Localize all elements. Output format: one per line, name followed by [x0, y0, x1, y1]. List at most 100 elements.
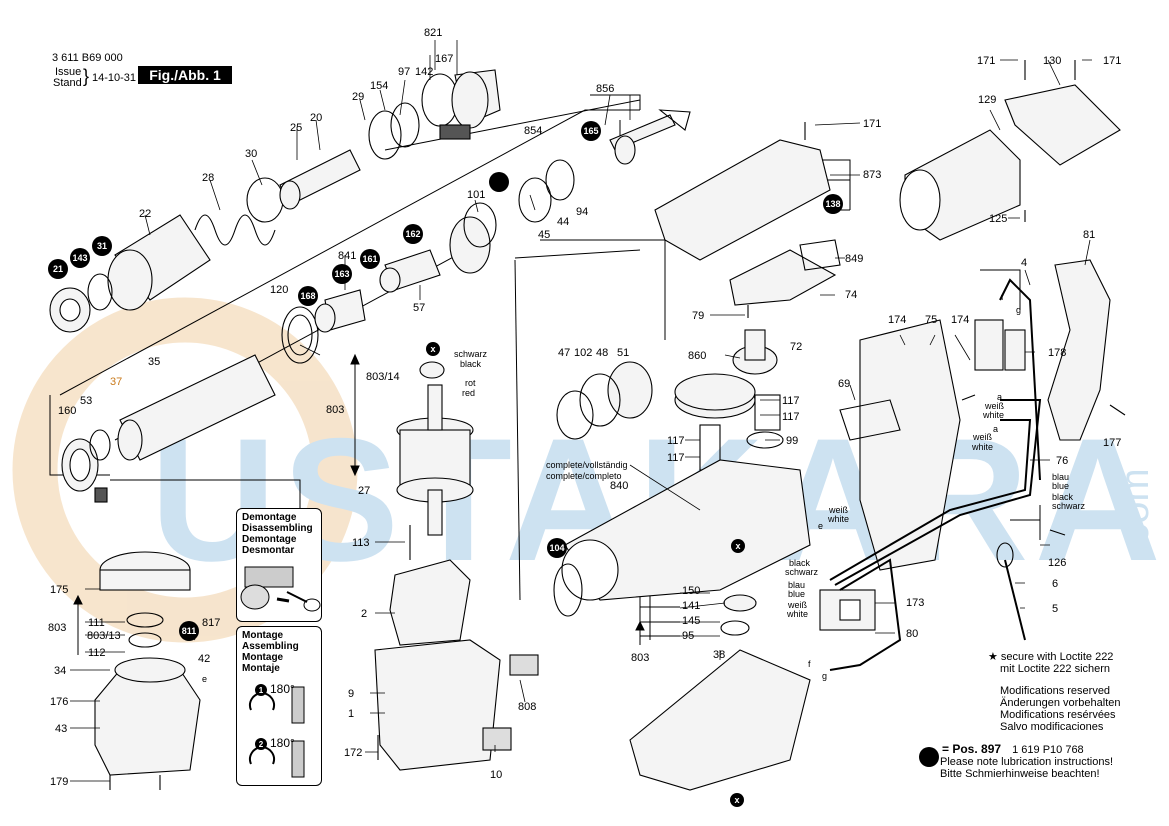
part-72-gear — [732, 329, 778, 375]
part-173-switch — [819, 589, 876, 631]
part-104-oring — [553, 563, 583, 617]
callout-125: 125 — [989, 213, 1007, 225]
callout-47: 47 — [558, 347, 570, 359]
circled-21: 21 — [53, 264, 63, 274]
callout-74: 74 — [845, 289, 857, 301]
callout-150: 150 — [682, 585, 700, 597]
callout-51: 51 — [617, 347, 629, 359]
part-38-housing-bottom — [629, 649, 811, 791]
callout-873: 873 — [863, 169, 881, 181]
callout-76: 76 — [1056, 455, 1068, 467]
step-1-number: 1 — [258, 686, 264, 695]
callout-111: 111 — [88, 617, 105, 629]
callout-38: 38 — [713, 649, 725, 661]
part-160-seal — [61, 438, 99, 492]
callout-803-13: 803/13 — [87, 630, 121, 642]
part-30-ring — [246, 177, 284, 223]
part-840-gear-housing — [561, 459, 811, 601]
callout-142: 142 — [415, 66, 433, 78]
assembly-line-1: Montage — [242, 630, 284, 641]
lubrication-legend-dot — [919, 747, 939, 767]
callout-80: 80 — [906, 628, 918, 640]
lubrication-note-en: Please note lubrication instructions! — [940, 756, 1114, 768]
callout-817: 817 — [202, 617, 220, 629]
callout-81: 81 — [1083, 229, 1095, 241]
part-brush — [94, 487, 108, 503]
part-1-housing — [374, 639, 501, 771]
callout-173: 173 — [906, 597, 924, 609]
leader-lines — [70, 40, 1092, 782]
part-112 — [128, 632, 162, 648]
circled-104: 104 — [549, 543, 564, 553]
callout-102: 102 — [574, 347, 592, 359]
label-schwarz: schwarz — [454, 349, 488, 359]
label-schwarz-1: schwarz — [1052, 501, 1086, 511]
part-28-spring — [194, 214, 276, 246]
label-white-3: white — [827, 514, 849, 524]
callout-174-a: 174 — [888, 314, 906, 326]
circled-callouts: 21 143 31 165 162 161 163 168 138 104 81… — [48, 121, 843, 641]
label-red: red — [462, 388, 475, 398]
figure-label: Fig./Abb. 1 — [138, 66, 232, 84]
callout-75: 75 — [925, 314, 937, 326]
label-black: black — [460, 359, 482, 369]
callout-99: 99 — [786, 435, 798, 447]
part-111 — [126, 612, 164, 628]
label-f-1: f — [1001, 292, 1004, 302]
pos-label: = Pos. 897 — [942, 742, 1002, 756]
disassembly-line-3: Demontage — [242, 534, 297, 545]
part-849-switch — [799, 239, 841, 271]
callout-labels: 821 167 142 97 154 29 25 20 30 28 22 856… — [48, 27, 1121, 788]
issue-date: 14-10-31 — [92, 72, 137, 84]
label-blau-2: blau — [788, 580, 805, 590]
pos-number: 1 619 P10 768 — [1012, 744, 1084, 756]
modifications-fr: Modifications resérvées — [1000, 709, 1116, 721]
callout-6: 6 — [1052, 578, 1058, 590]
disassembly-box: Demontage Disassembling Demontage Desmon… — [236, 508, 322, 622]
part-21-cap — [49, 287, 91, 333]
notes-block: ★ secure with Loctite 222 mit Loctite 22… — [928, 651, 1168, 780]
callout-840: 840 — [610, 480, 628, 492]
callout-97: 97 — [398, 66, 410, 78]
label-white-4: white — [786, 609, 808, 619]
label-weiss-2: weiß — [972, 432, 993, 442]
callout-167: 167 — [435, 53, 453, 65]
part-57-piston — [379, 249, 441, 293]
part-20-shaft — [279, 149, 361, 210]
circled-162: 162 — [405, 229, 420, 239]
callout-808: 808 — [518, 701, 536, 713]
callout-30: 30 — [245, 148, 257, 160]
label-blue-2: blue — [788, 589, 805, 599]
part-43-cap — [94, 669, 201, 776]
callout-160: 160 — [58, 405, 76, 417]
complete-label-2: complete/completo — [546, 471, 622, 481]
callout-42: 42 — [198, 653, 210, 665]
callout-172: 172 — [344, 747, 362, 759]
step-1-angle: 180° — [270, 682, 295, 696]
callout-154: 154 — [370, 80, 388, 92]
callout-72: 72 — [790, 341, 802, 353]
assembly-line-2: Assembling — [242, 641, 299, 652]
part-29-ring — [368, 110, 402, 160]
callout-29: 29 — [352, 91, 364, 103]
callout-841: 841 — [338, 250, 356, 262]
circled-lube-dot — [489, 172, 509, 192]
part-178-switch — [974, 319, 1026, 371]
parts — [49, 60, 1126, 791]
wire-labels: schwarz black rot red weiß white a weiß … — [202, 292, 1086, 684]
label-blue-1: blue — [1052, 481, 1069, 491]
assembly-line-4: Montaje — [242, 663, 280, 674]
callout-849: 849 — [845, 253, 863, 265]
part-34-holder — [114, 657, 186, 683]
circled-161: 161 — [362, 254, 377, 264]
circled-138: 138 — [825, 199, 840, 209]
callout-177: 177 — [1103, 437, 1121, 449]
callout-803-14: 803/14 — [366, 371, 400, 383]
disassembly-line-2: Disassembling — [242, 523, 313, 534]
part-74-bracket — [729, 249, 837, 306]
label-a-2: a — [993, 424, 998, 434]
callout-113: 113 — [352, 537, 370, 549]
step-2-angle: 180° — [270, 736, 295, 750]
part-117-bearing — [754, 394, 781, 431]
lube-packs — [439, 124, 471, 140]
